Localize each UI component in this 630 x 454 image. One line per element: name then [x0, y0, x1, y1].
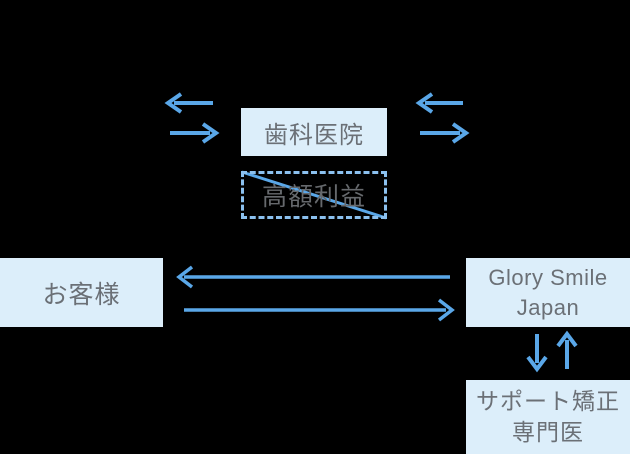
arrow-down-icon	[526, 334, 548, 373]
arrow-left-icon	[415, 92, 463, 114]
arrow-right-icon	[170, 122, 220, 144]
strikethrough-line	[241, 170, 387, 220]
high-profit-box: 高額利益	[241, 171, 387, 219]
arrow-right-icon	[420, 122, 470, 144]
arrow-customer-to-glory-icon	[184, 298, 455, 322]
dental-clinic-label: 歯科医院	[264, 121, 364, 149]
arrow-left-icon	[164, 92, 213, 114]
customer-box: お客様	[0, 258, 163, 327]
high-profit-label: 高額利益	[261, 183, 366, 211]
glory-smile-japan-label: Glory Smile Japan	[488, 264, 608, 320]
glory-smile-japan-box: Glory Smile Japan	[466, 258, 630, 327]
support-orthodontist-box: サポート矯正 専門医	[466, 380, 630, 454]
customer-label: お客様	[42, 280, 121, 309]
dental-clinic-box: 歯科医院	[241, 108, 387, 156]
support-orthodontist-label: サポート矯正 専門医	[476, 388, 620, 445]
arrow-up-icon	[556, 330, 578, 369]
arrow-glory-to-customer-icon	[176, 265, 450, 289]
